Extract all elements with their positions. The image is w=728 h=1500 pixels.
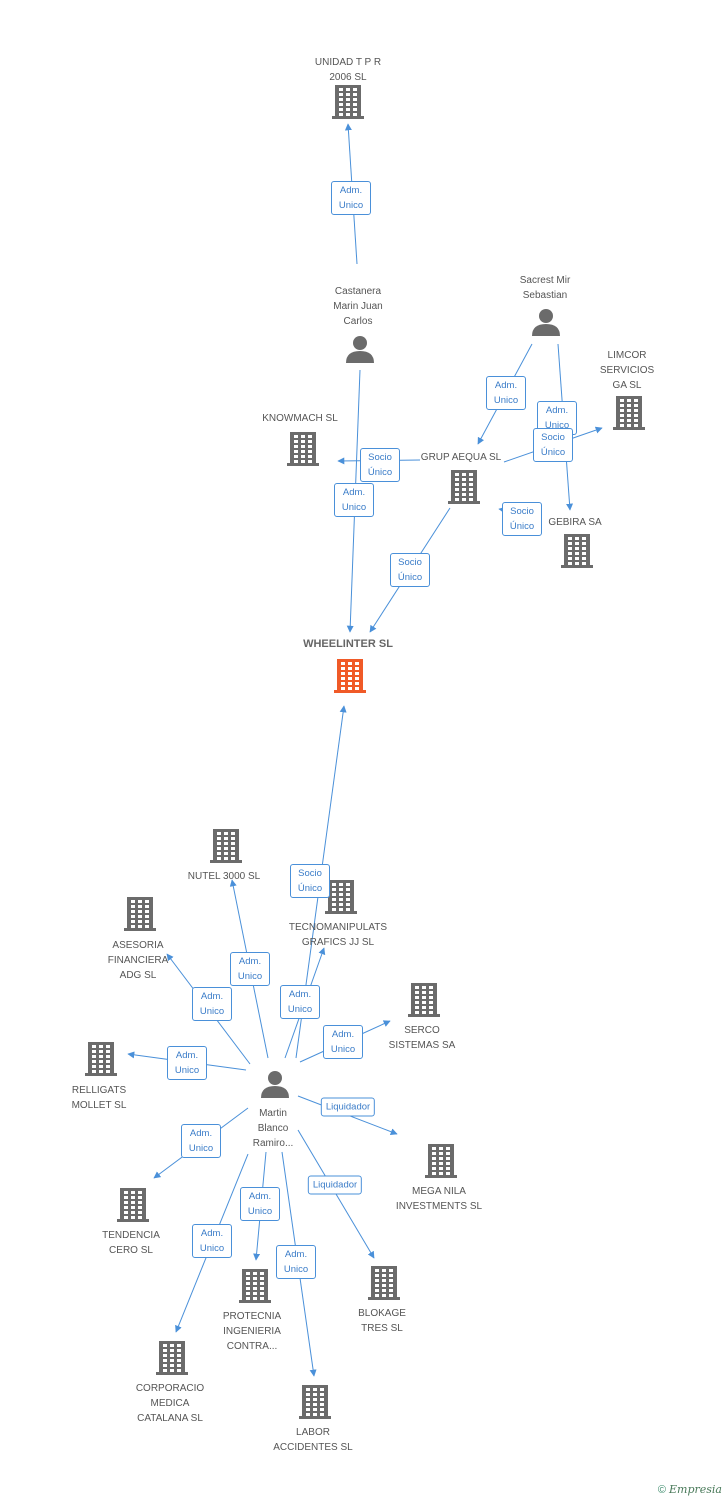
building-icon xyxy=(448,470,480,504)
node-label-gebira[interactable]: GEBIRA SA xyxy=(548,517,602,528)
node-label-knowmach[interactable]: KNOWMACH SL xyxy=(262,413,338,424)
edge-label-martin-protecnia: Adm. Unico xyxy=(240,1187,280,1221)
building-icon xyxy=(287,432,319,466)
edge-label-martin-serco: Adm. Unico xyxy=(323,1025,363,1059)
person-icon xyxy=(346,336,374,363)
node-label-nutel[interactable]: NUTEL 3000 SL xyxy=(187,871,261,882)
building-icon xyxy=(124,897,156,931)
building-icon xyxy=(325,880,357,914)
building-icon-focus xyxy=(334,659,366,693)
node-label-labor[interactable]: LABOR ACCIDENTES SL xyxy=(273,1427,353,1453)
icons-layer xyxy=(85,85,645,1419)
edge-label-grup-knowmach: Socio Único xyxy=(360,448,400,482)
building-icon xyxy=(117,1188,149,1222)
node-label-asesoria[interactable]: ASESORIA FINANCIERA ADG SL xyxy=(107,940,169,981)
node-label-sacrest[interactable]: Sacrest Mir Sebastian xyxy=(519,275,571,301)
edge-label-martin-nutel: Adm. Unico xyxy=(230,952,270,986)
node-label-mega[interactable]: MEGA NILA INVESTMENTS SL xyxy=(395,1186,483,1212)
edge-label-martin-corporacio: Adm. Unico xyxy=(192,1224,232,1258)
edge-label-martin-tecno: Adm. Unico xyxy=(280,985,320,1019)
node-label-martin[interactable]: Martin Blanco Ramiro... xyxy=(252,1108,294,1149)
edge-label-grup-gebira: Socio Único xyxy=(502,502,542,536)
building-icon xyxy=(561,534,593,568)
building-icon xyxy=(408,983,440,1017)
building-icon xyxy=(368,1266,400,1300)
edge-label-grup-wheelinter: Socio Único xyxy=(390,553,430,587)
edge-label-grup-limcor: Socio Único xyxy=(533,428,573,462)
edge-label-martin-asesoria: Adm. Unico xyxy=(192,987,232,1021)
building-icon xyxy=(425,1144,457,1178)
brand-logo-text: Empresia xyxy=(669,1483,722,1496)
edge-label-castanera-wheelinter: Adm. Unico xyxy=(334,483,374,517)
building-icon xyxy=(613,396,645,430)
edge-label-martin-wheelinter: Socio Único xyxy=(290,864,330,898)
node-label-grup[interactable]: GRUP AEQUA SL xyxy=(420,452,502,463)
building-icon xyxy=(85,1042,117,1076)
building-icon xyxy=(332,85,364,119)
edge-label-martin-relligats: Adm. Unico xyxy=(167,1046,207,1080)
node-label-wheelinter[interactable]: WHEELINTER SL xyxy=(303,638,393,650)
node-label-tecno[interactable]: TECNOMANIPULATS GRAFICS JJ SL xyxy=(288,922,388,948)
copyright-symbol: © xyxy=(657,1484,666,1496)
building-icon xyxy=(239,1269,271,1303)
node-label-serco[interactable]: SERCO SISTEMAS SA xyxy=(388,1025,456,1051)
node-label-protecnia[interactable]: PROTECNIA INGENIERIA CONTRA... xyxy=(222,1311,282,1352)
edge-label-martin-mega: Liquidador xyxy=(320,1097,376,1117)
edge-label-martin-labor: Adm. Unico xyxy=(276,1245,316,1279)
edge-label-castanera-unidad: Adm. Unico xyxy=(331,181,371,215)
edge-label-martin-tendencia: Adm. Unico xyxy=(181,1124,221,1158)
node-label-blokage[interactable]: BLOKAGE TRES SL xyxy=(358,1308,406,1334)
node-label-corporacio[interactable]: CORPORACIO MEDICA CATALANA SL xyxy=(135,1383,205,1424)
building-icon xyxy=(299,1385,331,1419)
node-label-castanera[interactable]: Castanera Marin Juan Carlos xyxy=(333,286,383,327)
building-icon xyxy=(156,1341,188,1375)
person-icon xyxy=(261,1071,289,1098)
node-label-limcor[interactable]: LIMCOR SERVICIOS GA SL xyxy=(599,350,655,391)
edge-label-sacrest-grup: Adm. Unico xyxy=(486,376,526,410)
building-icon xyxy=(210,829,242,863)
node-label-tendencia[interactable]: TENDENCIA CERO SL xyxy=(102,1230,160,1256)
node-label-relligats[interactable]: RELLIGATS MOLLET SL xyxy=(71,1085,127,1111)
person-icon xyxy=(532,309,560,336)
edge-label-martin-blokage: Liquidador xyxy=(307,1175,363,1195)
node-label-unidad[interactable]: UNIDAD T P R 2006 SL xyxy=(314,57,382,83)
copyright: © Empresia xyxy=(658,1483,722,1496)
